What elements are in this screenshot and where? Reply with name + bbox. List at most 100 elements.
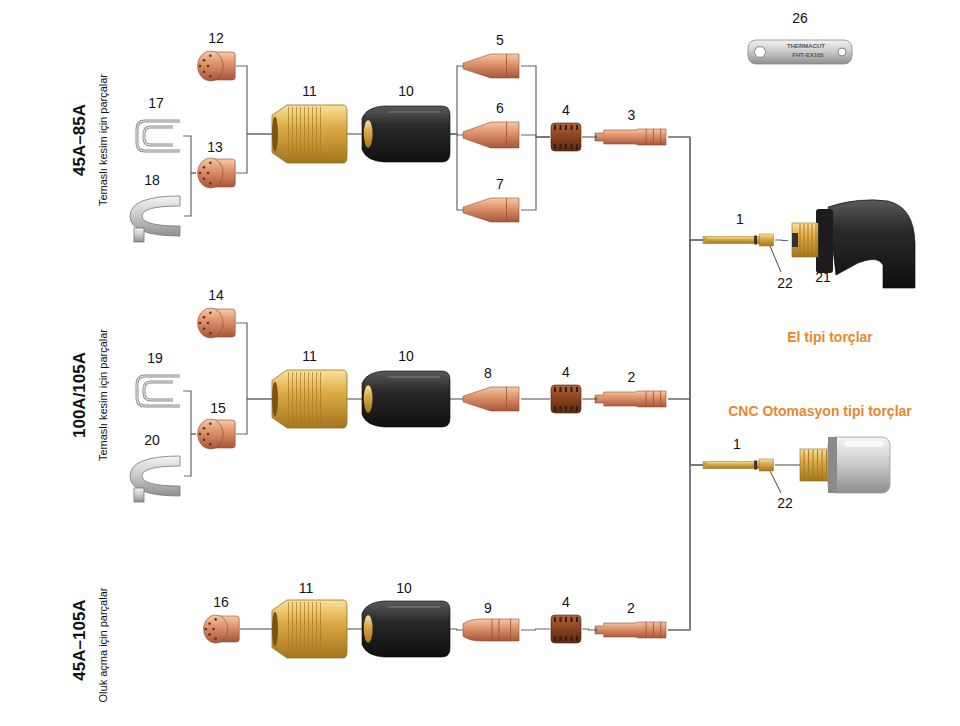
torch-adapter: 1 — [703, 458, 775, 472]
torch-highlight — [844, 441, 884, 447]
tool-marking: FHT-EX105 — [792, 52, 823, 59]
gas-hole — [207, 433, 210, 436]
gas-hole — [205, 628, 208, 631]
gas-hole — [203, 316, 206, 319]
swirl-slot — [571, 387, 573, 392]
knurl-line — [292, 602, 293, 656]
current-range-label: 100A/105A — [70, 352, 90, 438]
wire-shine — [137, 376, 180, 406]
nozzle: 5 — [463, 52, 521, 80]
cap-body — [272, 370, 347, 428]
nozzle-body — [463, 122, 519, 148]
swirl-slot — [571, 617, 573, 622]
connector-line — [668, 240, 703, 399]
thread-line — [800, 224, 801, 256]
gas-hole — [199, 322, 202, 325]
wire-shine — [137, 121, 180, 151]
knurl-line — [288, 107, 289, 161]
torch-thread — [800, 449, 832, 481]
callout-number: 26 — [792, 10, 808, 26]
swirl-slot — [565, 636, 567, 641]
nozzle-body — [463, 54, 519, 78]
tool-body — [748, 40, 852, 64]
callout-number: 11 — [302, 83, 317, 99]
swirl-slot — [576, 617, 578, 622]
nozzle-groove — [510, 619, 511, 641]
knurl-line — [308, 602, 309, 656]
wire-loop — [144, 382, 173, 400]
wire-loop — [137, 121, 180, 151]
torch-type-label: CNC Otomasyon tipi torçlar — [728, 403, 912, 419]
callout-number: 10 — [396, 580, 412, 596]
swirl-slot — [560, 125, 562, 130]
knurl-line — [296, 107, 297, 161]
nozzle-groove — [492, 619, 493, 641]
electrode-groove — [646, 391, 647, 407]
cnc-torch: CNC Otomasyon tipi torçlar — [800, 435, 892, 495]
torch-type-label: El tipi torçlar — [787, 329, 873, 345]
knurl-line — [288, 602, 289, 656]
pin-tip — [703, 462, 707, 467]
group-description: Temaslı kesim için parçalar — [97, 74, 109, 206]
swirl-slot — [554, 387, 556, 392]
swirl-slot — [576, 636, 578, 641]
pin-shaft — [703, 462, 761, 469]
knurl-line — [316, 372, 317, 426]
part-illustration — [703, 458, 775, 472]
thread-line — [817, 450, 818, 480]
part-illustration — [463, 52, 521, 80]
cup-body — [362, 371, 450, 427]
hex-hole — [754, 47, 766, 57]
callout-number: 19 — [147, 350, 163, 366]
knurl-line — [292, 372, 293, 426]
connector-line — [668, 137, 703, 240]
connector-line — [582, 398, 595, 399]
leader-line — [770, 246, 781, 272]
gas-hole — [209, 443, 212, 446]
connector-line — [668, 240, 703, 630]
swirl-slot — [576, 406, 578, 411]
callout-number: 17 — [148, 95, 164, 111]
nozzle-body — [463, 387, 519, 411]
connector-line — [775, 464, 800, 465]
pin-collar — [759, 459, 773, 471]
callout-number: 22 — [777, 275, 793, 291]
part-illustration — [463, 196, 521, 224]
connector-line — [236, 399, 272, 434]
part-illustration — [788, 193, 916, 288]
electrode-body — [595, 129, 666, 145]
shield-cap: 15 — [196, 418, 236, 450]
knurl-line — [316, 107, 317, 161]
cap-body — [272, 600, 347, 658]
current-range-label: 45A–105A — [70, 599, 90, 680]
knurl-line — [296, 602, 297, 656]
knurl-line — [300, 372, 301, 426]
cup-insert — [364, 615, 373, 642]
callout-number: 4 — [562, 102, 570, 118]
wire-shine — [144, 127, 173, 145]
gas-hole — [199, 172, 202, 175]
cap-dome — [198, 158, 224, 188]
gas-hole — [209, 161, 212, 164]
connector-line — [347, 398, 362, 399]
callout-number: 15 — [210, 400, 226, 416]
electrode: 2 — [595, 389, 668, 409]
callout-number: 7 — [496, 176, 504, 192]
cap-opening — [272, 612, 278, 647]
connector-line — [183, 136, 196, 173]
nozzle-groove — [506, 54, 507, 78]
electrode-groove — [660, 391, 661, 407]
knurl-line — [304, 372, 305, 426]
deflector-clip: 17 — [133, 115, 183, 157]
o-ring — [754, 461, 757, 470]
knurl-line — [312, 372, 313, 426]
swirl-slot — [576, 387, 578, 392]
hafnium-insert — [595, 628, 597, 631]
callout-number: 10 — [398, 83, 414, 99]
callout-number: 5 — [496, 32, 504, 48]
nozzle: 6 — [463, 120, 521, 150]
torch-body — [828, 437, 890, 493]
swirl-slot — [565, 125, 567, 130]
callout-number: 20 — [144, 432, 160, 448]
electrode-groove — [660, 622, 661, 638]
